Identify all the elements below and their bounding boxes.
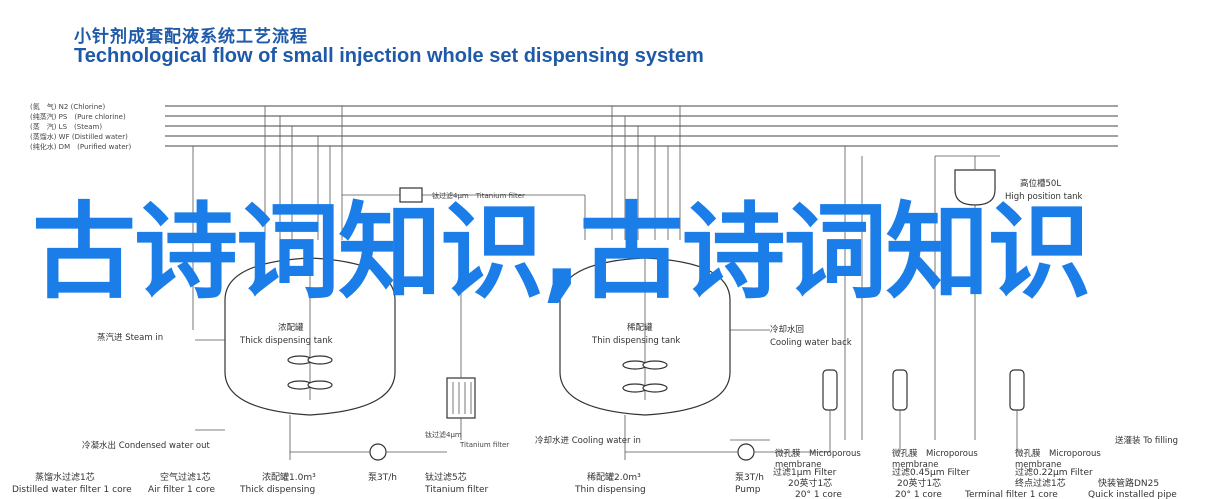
thick-dispensing-tank: 浓配罐 Thick dispensing tank xyxy=(195,257,396,460)
supply-dm-label: (纯化水) DM (Purified water) xyxy=(30,142,132,151)
micro-filter-2 xyxy=(892,369,908,452)
caption-f3-en: 终点过滤1芯 xyxy=(1015,477,1066,489)
caption-pipe-en: Quick installed pipe xyxy=(1088,490,1177,499)
caption-f2-en: 20英寸1芯 xyxy=(897,477,941,489)
micro-2-label: 微孔膜 Microporous xyxy=(892,448,978,459)
caption-distilled-en: Distilled water filter 1 core xyxy=(12,485,132,495)
pump-1 xyxy=(290,443,447,461)
caption-f3-zh: 过滤0.22μm Filter xyxy=(1015,466,1093,478)
caption-f2-core: 20° 1 core xyxy=(895,490,942,499)
supply-lines: (氮 气) N2 (Chlorine) (纯蒸汽) PS (Pure chlor… xyxy=(30,102,1118,151)
micro-1-label: 微孔膜 Microporous xyxy=(775,448,861,459)
caption-ti-zh: 钛过滤5芯 xyxy=(425,471,467,483)
micro-filter-1 xyxy=(822,369,838,452)
caption-air-zh: 空气过滤1芯 xyxy=(160,471,211,483)
thick-tank-label-en: Thick dispensing tank xyxy=(239,336,333,346)
micro-3-label: 微孔膜 Microporous xyxy=(1015,448,1101,459)
supply-wf-label: (蒸馏水) WF (Distilled water) xyxy=(30,132,128,141)
caption-f3-core: Terminal filter 1 core xyxy=(964,490,1058,499)
thin-tank-label-zh: 稀配罐 xyxy=(627,322,653,333)
caption-thin-en: Thin dispensing xyxy=(574,485,646,495)
supply-ps-label: (纯蒸汽) PS (Pure chlorine) xyxy=(30,112,126,121)
caption-pump2-zh: 泵3T/h xyxy=(735,472,764,483)
caption-pipe-zh: 快装管路DN25 xyxy=(1098,477,1159,489)
thin-tank-feed-lines xyxy=(611,106,1000,440)
caption-thick-zh: 浓配罐1.0m³ xyxy=(262,471,316,483)
to-filling-label: 送灌装 To filling xyxy=(1115,435,1178,446)
titanium-filter-top-label: 钛过滤4μm Titanium filter xyxy=(432,191,525,200)
caption-f1-zh: 过滤1μm Filter xyxy=(773,466,837,478)
thick-tank-label-zh: 浓配罐 xyxy=(278,322,304,333)
cooling-water-back-en: Cooling water back xyxy=(770,338,852,348)
pump-2 xyxy=(625,443,830,461)
caption-distilled-zh: 蒸馏水过滤1芯 xyxy=(35,471,95,483)
caption-pump2-en: Pump xyxy=(735,485,761,495)
bottom-captions: 蒸馏水过滤1芯 Distilled water filter 1 core 空气… xyxy=(12,466,1177,499)
titanium-filter-label-en: Titanium filter xyxy=(459,441,509,449)
supply-n2-label: (氮 气) N2 (Chlorine) xyxy=(30,102,105,111)
diagram-title-en: Technological flow of small injection wh… xyxy=(74,45,704,67)
diagram-title-zh: 小针剂成套配液系统工艺流程 xyxy=(74,27,308,47)
caption-air-en: Air filter 1 core xyxy=(148,485,216,495)
high-position-tank: 高位槽50L High position tank xyxy=(954,156,1083,440)
cooling-water-back-zh: 冷却水回 xyxy=(770,324,804,335)
watermark-overlay: 古诗词知识,古诗词知识 xyxy=(32,191,1092,313)
caption-thick-en: Thick dispensing xyxy=(239,485,315,495)
supply-ls-label: (蒸 汽) LS (Steam) xyxy=(30,122,102,131)
titanium-filter-housing: 钛过滤4μm Titanium filter xyxy=(425,240,509,449)
thin-dispensing-tank: 稀配罐 Thin dispensing tank xyxy=(559,257,770,460)
caption-f1-en: 20英寸1芯 xyxy=(788,477,832,489)
caption-f1-core: 20° 1 core xyxy=(795,490,842,499)
titanium-filter-top: 钛过滤4μm Titanium filter xyxy=(342,187,586,240)
thin-tank-label-en: Thin dispensing tank xyxy=(591,336,680,346)
caption-f2-zh: 过滤0.45μm Filter xyxy=(892,466,970,478)
micro-1b-label: membrane xyxy=(775,460,822,470)
micro-3b-label: membrane xyxy=(1015,460,1062,470)
thick-tank-feed-lines xyxy=(192,106,343,330)
titanium-filter-label: 钛过滤4μm xyxy=(425,430,462,439)
cooling-water-in-label: 冷却水进 Cooling water in xyxy=(535,435,641,446)
high-tank-label-en: High position tank xyxy=(1005,192,1083,202)
steam-in-label: 蒸汽进 Steam in xyxy=(97,332,163,343)
micro-filter-3 xyxy=(1009,369,1025,452)
micro-2b-label: membrane xyxy=(892,460,939,470)
high-tank-label-zh: 高位槽50L xyxy=(1020,178,1061,189)
caption-ti-en: Titanium filter xyxy=(424,485,489,495)
caption-pump1-zh: 泵3T/h xyxy=(368,472,397,483)
caption-thin-zh: 稀配罐2.0m³ xyxy=(587,471,641,483)
condensed-water-out-label: 冷凝水出 Condensed water out xyxy=(82,440,210,451)
